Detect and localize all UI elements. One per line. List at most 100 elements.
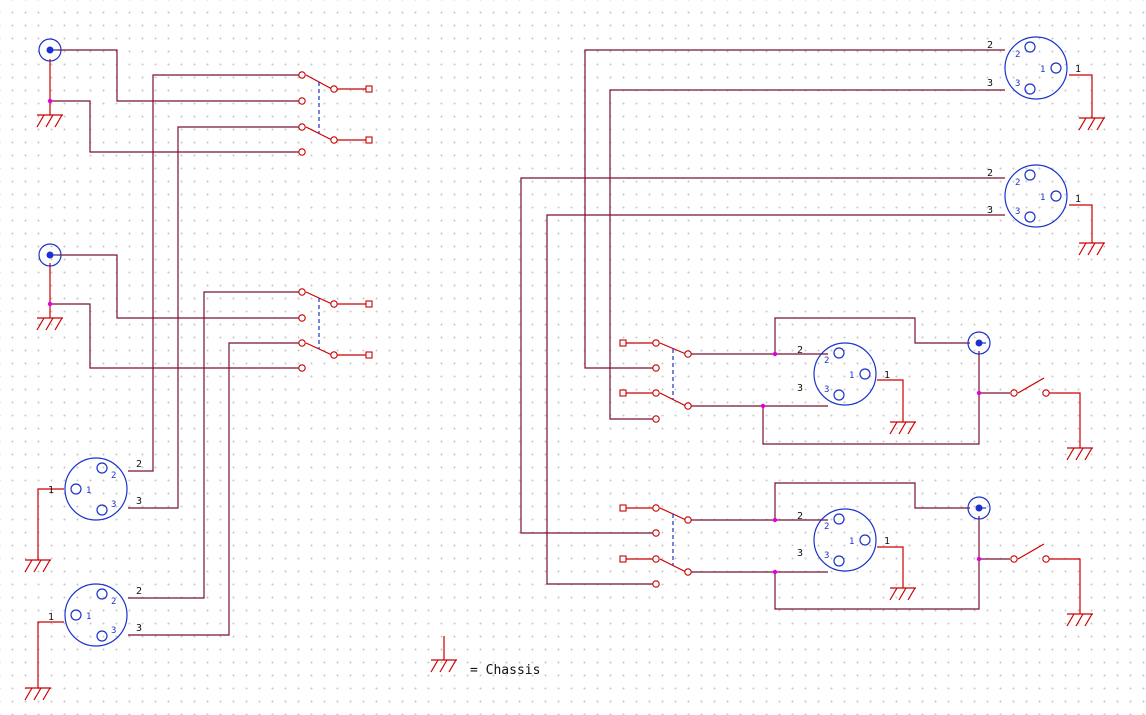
terminal: [619, 339, 627, 347]
legend: = Chassis: [430, 659, 540, 678]
contact-pin: [652, 364, 660, 372]
xlr-pin-label: 3: [111, 626, 116, 636]
contact-pin: [330, 136, 338, 144]
xlr-pin-label: 3: [824, 385, 829, 395]
ground-icon: [24, 559, 51, 573]
ground-icon: [889, 421, 916, 435]
contact-pin: [652, 529, 660, 537]
xlr-pin-label: 2: [1015, 50, 1020, 60]
contact-pin: [652, 580, 660, 588]
xlr-pin-label: 2: [111, 597, 116, 607]
ground-icon: [36, 317, 63, 331]
contact-pin: [1010, 389, 1018, 397]
junction-dot: [760, 403, 766, 409]
ground-icon: [36, 114, 63, 128]
xlr-pin-label: 2: [824, 356, 829, 366]
contact-pin: [652, 389, 660, 397]
contact-pin: [684, 402, 692, 410]
switch-leads: [336, 88, 656, 560]
terminal: [619, 555, 627, 563]
contact-pin: [1042, 555, 1050, 563]
wire-label-1: 1: [1075, 64, 1081, 75]
contact-pin: [330, 300, 338, 308]
ground-icon: [1078, 242, 1105, 256]
legend-text: = Chassis: [470, 663, 540, 678]
xlr-connector: 2 3 1: [64, 457, 128, 521]
junctions: [47, 98, 982, 575]
contact-pin: [652, 339, 660, 347]
wire-labels: 2 3 2 3 1 1 2 3 2 3 1 1 2 3 1 2 3 1: [48, 40, 1081, 634]
ground-icon: [430, 659, 457, 673]
xlr-pin-label: 1: [86, 486, 91, 496]
xlr-pin-label: 3: [824, 551, 829, 561]
xlr-pin-label: 1: [1040, 193, 1045, 203]
junction-dot: [772, 569, 778, 575]
junction-dot: [47, 301, 53, 307]
contact-pin: [1010, 555, 1018, 563]
terminal: [619, 389, 627, 397]
contact-pin: [1042, 389, 1050, 397]
junction-dot: [976, 556, 982, 562]
contact-pin: [684, 350, 692, 358]
terminal: [365, 136, 373, 144]
wire-label-2: 2: [797, 511, 803, 522]
wire-label-3: 3: [797, 548, 803, 559]
terminals: [365, 85, 627, 563]
terminal: [365, 351, 373, 359]
jack-connector: [967, 331, 991, 355]
contact-pin: [298, 364, 306, 372]
contact-pin: [298, 97, 306, 105]
wire-label-1: 1: [48, 485, 54, 496]
wire-label-3: 3: [136, 496, 142, 507]
contact-pin: [330, 85, 338, 93]
ground-icon: [1066, 447, 1093, 461]
contact-pin: [298, 71, 306, 79]
xlr-connector: 231: [1004, 36, 1068, 100]
contact-pin: [684, 568, 692, 576]
jack-connector: [967, 496, 991, 520]
wire-label-3: 3: [797, 383, 803, 394]
pins: [298, 71, 1050, 588]
xlr-pin-label: 2: [1015, 178, 1020, 188]
terminal: [365, 85, 373, 93]
xlr-pin-label: 1: [86, 612, 91, 622]
wire-label-1: 1: [884, 370, 890, 381]
junction-dot: [772, 517, 778, 523]
wire-label-2: 2: [987, 40, 993, 51]
xlr-connector: 231: [1004, 164, 1068, 228]
wire-label-2: 2: [797, 345, 803, 356]
wire-label-1: 1: [884, 536, 890, 547]
wire-label-1: 1: [1075, 194, 1081, 205]
contact-pin: [298, 339, 306, 347]
contact-pin: [298, 148, 306, 156]
ground-icon: [889, 587, 916, 601]
xlr-connectors: 2 3 1 2 3 1 2 3 1 2 3 1 2 3 1 2 3 1: [64, 36, 1068, 647]
wires: [50, 49, 1010, 636]
xlr-pin-label: 2: [111, 471, 116, 481]
jacks: [38, 38, 991, 520]
xlr-pin-label: 1: [849, 537, 854, 547]
terminal: [365, 300, 373, 308]
wire-label-1: 1: [48, 612, 54, 623]
jack-connector: [38, 38, 62, 62]
xlr-pin-label: 1: [849, 371, 854, 381]
xlr-pin-label: 1: [1040, 65, 1045, 75]
xlr-connector: 2 3 1: [64, 583, 128, 647]
xlr-connector: 2 3 1: [813, 342, 877, 406]
ground-icon: [1078, 117, 1105, 131]
contact-pin: [298, 288, 306, 296]
contact-pin: [684, 516, 692, 524]
grounds: [24, 114, 1105, 701]
contact-pin: [652, 415, 660, 423]
junction-dot: [976, 390, 982, 396]
wire-label-2: 2: [136, 586, 142, 597]
contact-pin: [652, 504, 660, 512]
xlr-pin-label: 3: [111, 500, 116, 510]
xlr-pin-label: 2: [824, 522, 829, 532]
contact-pin: [330, 351, 338, 359]
wire-label-2: 2: [136, 459, 142, 470]
switch-blades: [305, 74, 1045, 573]
wire-label-2: 2: [987, 168, 993, 179]
xlr-connector: 2 3 1: [813, 508, 877, 572]
